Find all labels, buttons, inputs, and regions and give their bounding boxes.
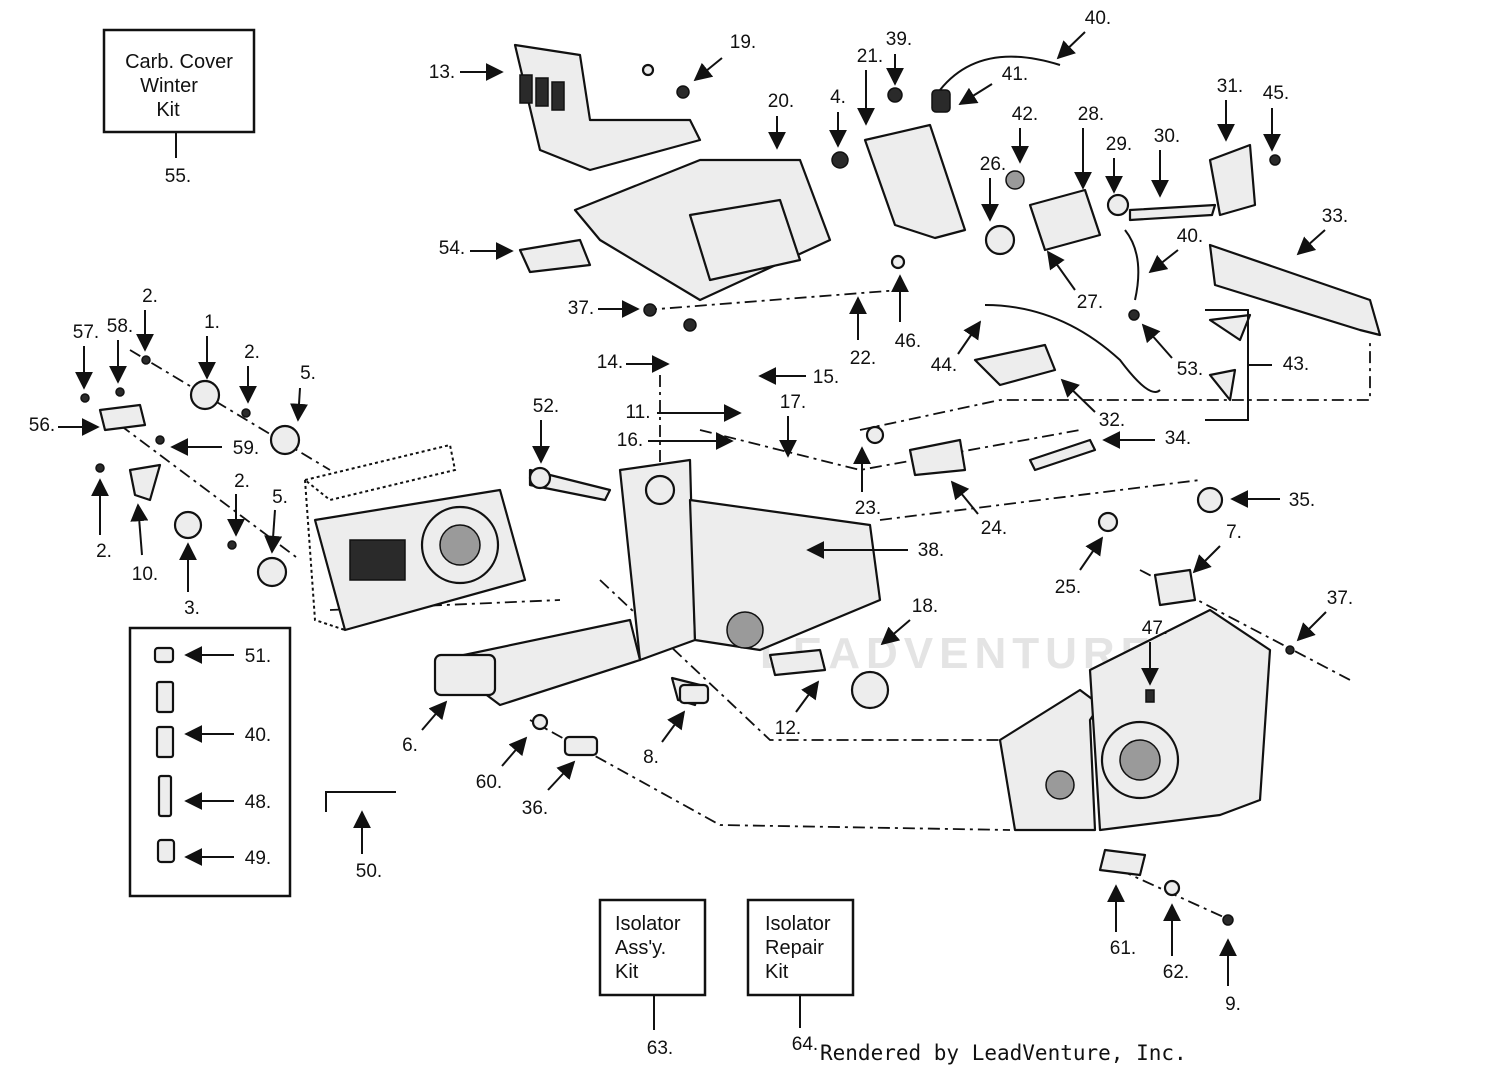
legend-box xyxy=(128,626,292,898)
callout-48: 48. xyxy=(245,792,271,813)
callout-37-top: 37. xyxy=(568,298,594,319)
handle-housing xyxy=(433,458,890,710)
callout-37-right: 37. xyxy=(1327,588,1353,609)
callout-40-top: 40. xyxy=(1085,8,1111,29)
callout-64: 64. xyxy=(792,1034,818,1055)
callouts: 1. 2. 2. 2. 2. 3. 5. 5. 10. 56. 57. 58. … xyxy=(29,8,1353,1015)
callout-60: 60. xyxy=(476,772,502,793)
callout-27: 27. xyxy=(1077,292,1103,313)
callout-18: 18. xyxy=(912,596,938,617)
callout-7: 7. xyxy=(1226,522,1242,543)
callout-34: 34. xyxy=(1165,428,1191,449)
callout-8: 8. xyxy=(643,747,659,768)
callout-2-mid: 2. xyxy=(234,471,250,492)
top-cover xyxy=(513,43,832,332)
bottom-parts xyxy=(531,683,710,757)
callout-24: 24. xyxy=(981,518,1007,539)
callout-39: 39. xyxy=(886,29,912,50)
crankcase-left xyxy=(302,443,527,632)
callout-10: 10. xyxy=(132,564,158,585)
callout-17: 17. xyxy=(780,392,806,413)
kit-isolator-repair-line2: Repair xyxy=(765,937,824,959)
callout-47: 47. xyxy=(1142,618,1168,639)
hex-key-icon xyxy=(325,791,396,812)
callout-30: 30. xyxy=(1154,126,1180,147)
crankcase-right xyxy=(998,568,1295,926)
callout-40-legend: 40. xyxy=(245,725,271,746)
kit-carb-line3: Kit xyxy=(156,99,180,121)
callout-31: 31. xyxy=(1217,76,1243,97)
callout-53: 53. xyxy=(1177,359,1203,380)
callout-57: 57. xyxy=(73,322,99,343)
kit-isolator-assy-line2: Ass'y. xyxy=(615,937,666,959)
callout-2-top-left: 2. xyxy=(142,286,158,307)
callout-5-bottom: 5. xyxy=(272,487,288,508)
callout-56: 56. xyxy=(29,415,55,436)
callout-41: 41. xyxy=(1002,64,1028,85)
callout-44: 44. xyxy=(931,355,957,376)
callout-61: 61. xyxy=(1110,938,1136,959)
callout-29: 29. xyxy=(1106,134,1132,155)
callout-54: 54. xyxy=(439,238,465,259)
assembly-lines xyxy=(99,289,1371,921)
callout-15: 15. xyxy=(813,367,839,388)
callout-59: 59. xyxy=(233,438,259,459)
callout-25: 25. xyxy=(1055,577,1081,598)
callout-21: 21. xyxy=(857,46,883,67)
kit-box-carb-cover: Carb. Cover Winter Kit 55. xyxy=(102,28,256,187)
kit-box-isolator-assy: Isolator Ass'y. Kit 63. xyxy=(598,898,707,1059)
kit-isolator-assy-line3: Kit xyxy=(615,961,639,983)
callout-40-mid: 40. xyxy=(1177,226,1203,247)
callout-35: 35. xyxy=(1289,490,1315,511)
callout-1: 1. xyxy=(204,312,220,333)
callout-16: 16. xyxy=(617,430,643,451)
credit-line: Rendered by LeadVenture, Inc. xyxy=(820,1041,1187,1065)
kit-isolator-assy-line1: Isolator xyxy=(615,913,681,935)
kit-carb-line2: Winter xyxy=(140,75,198,97)
callout-62: 62. xyxy=(1163,962,1189,983)
callout-5-top: 5. xyxy=(300,363,316,384)
callout-50: 50. xyxy=(356,861,382,882)
callout-43: 43. xyxy=(1283,354,1309,375)
kit-isolator-repair-line3: Kit xyxy=(765,961,789,983)
callout-22: 22. xyxy=(850,348,876,369)
callout-9: 9. xyxy=(1225,994,1241,1015)
callout-33: 33. xyxy=(1322,206,1348,227)
callout-4: 4. xyxy=(830,87,846,108)
callout-38: 38. xyxy=(918,540,944,561)
callout-23: 23. xyxy=(855,498,881,519)
kit-isolator-repair-line1: Isolator xyxy=(765,913,831,935)
callout-11: 11. xyxy=(625,402,650,423)
kit-carb-line1: Carb. Cover xyxy=(125,51,233,73)
callout-19: 19. xyxy=(730,32,756,53)
callout-3: 3. xyxy=(184,598,200,619)
callout-63: 63. xyxy=(647,1038,673,1059)
callout-2-bottom-left: 2. xyxy=(96,541,112,562)
callout-58: 58. xyxy=(107,316,133,337)
callout-51: 51. xyxy=(245,646,271,667)
callout-49: 49. xyxy=(245,848,271,869)
callout-28: 28. xyxy=(1078,104,1104,125)
carburetor-group xyxy=(931,55,1281,321)
callout-14: 14. xyxy=(597,352,623,373)
callout-52: 52. xyxy=(533,396,559,417)
callout-20: 20. xyxy=(768,91,794,112)
callout-12: 12. xyxy=(775,718,801,739)
callout-46: 46. xyxy=(895,331,921,352)
left-small-parts xyxy=(80,355,301,588)
callout-26: 26. xyxy=(980,154,1006,175)
bar-cover xyxy=(865,243,1382,533)
callout-55: 55. xyxy=(165,166,191,187)
callout-36: 36. xyxy=(522,798,548,819)
callout-42: 42. xyxy=(1012,104,1038,125)
shroud xyxy=(831,87,967,270)
callout-32: 32. xyxy=(1099,410,1125,431)
callout-6: 6. xyxy=(402,735,418,756)
kit-box-isolator-repair: Isolator Repair Kit 64. xyxy=(746,898,855,1055)
callout-2-top-right: 2. xyxy=(244,342,260,363)
callout-13: 13. xyxy=(429,62,455,83)
callout-45: 45. xyxy=(1263,83,1289,104)
